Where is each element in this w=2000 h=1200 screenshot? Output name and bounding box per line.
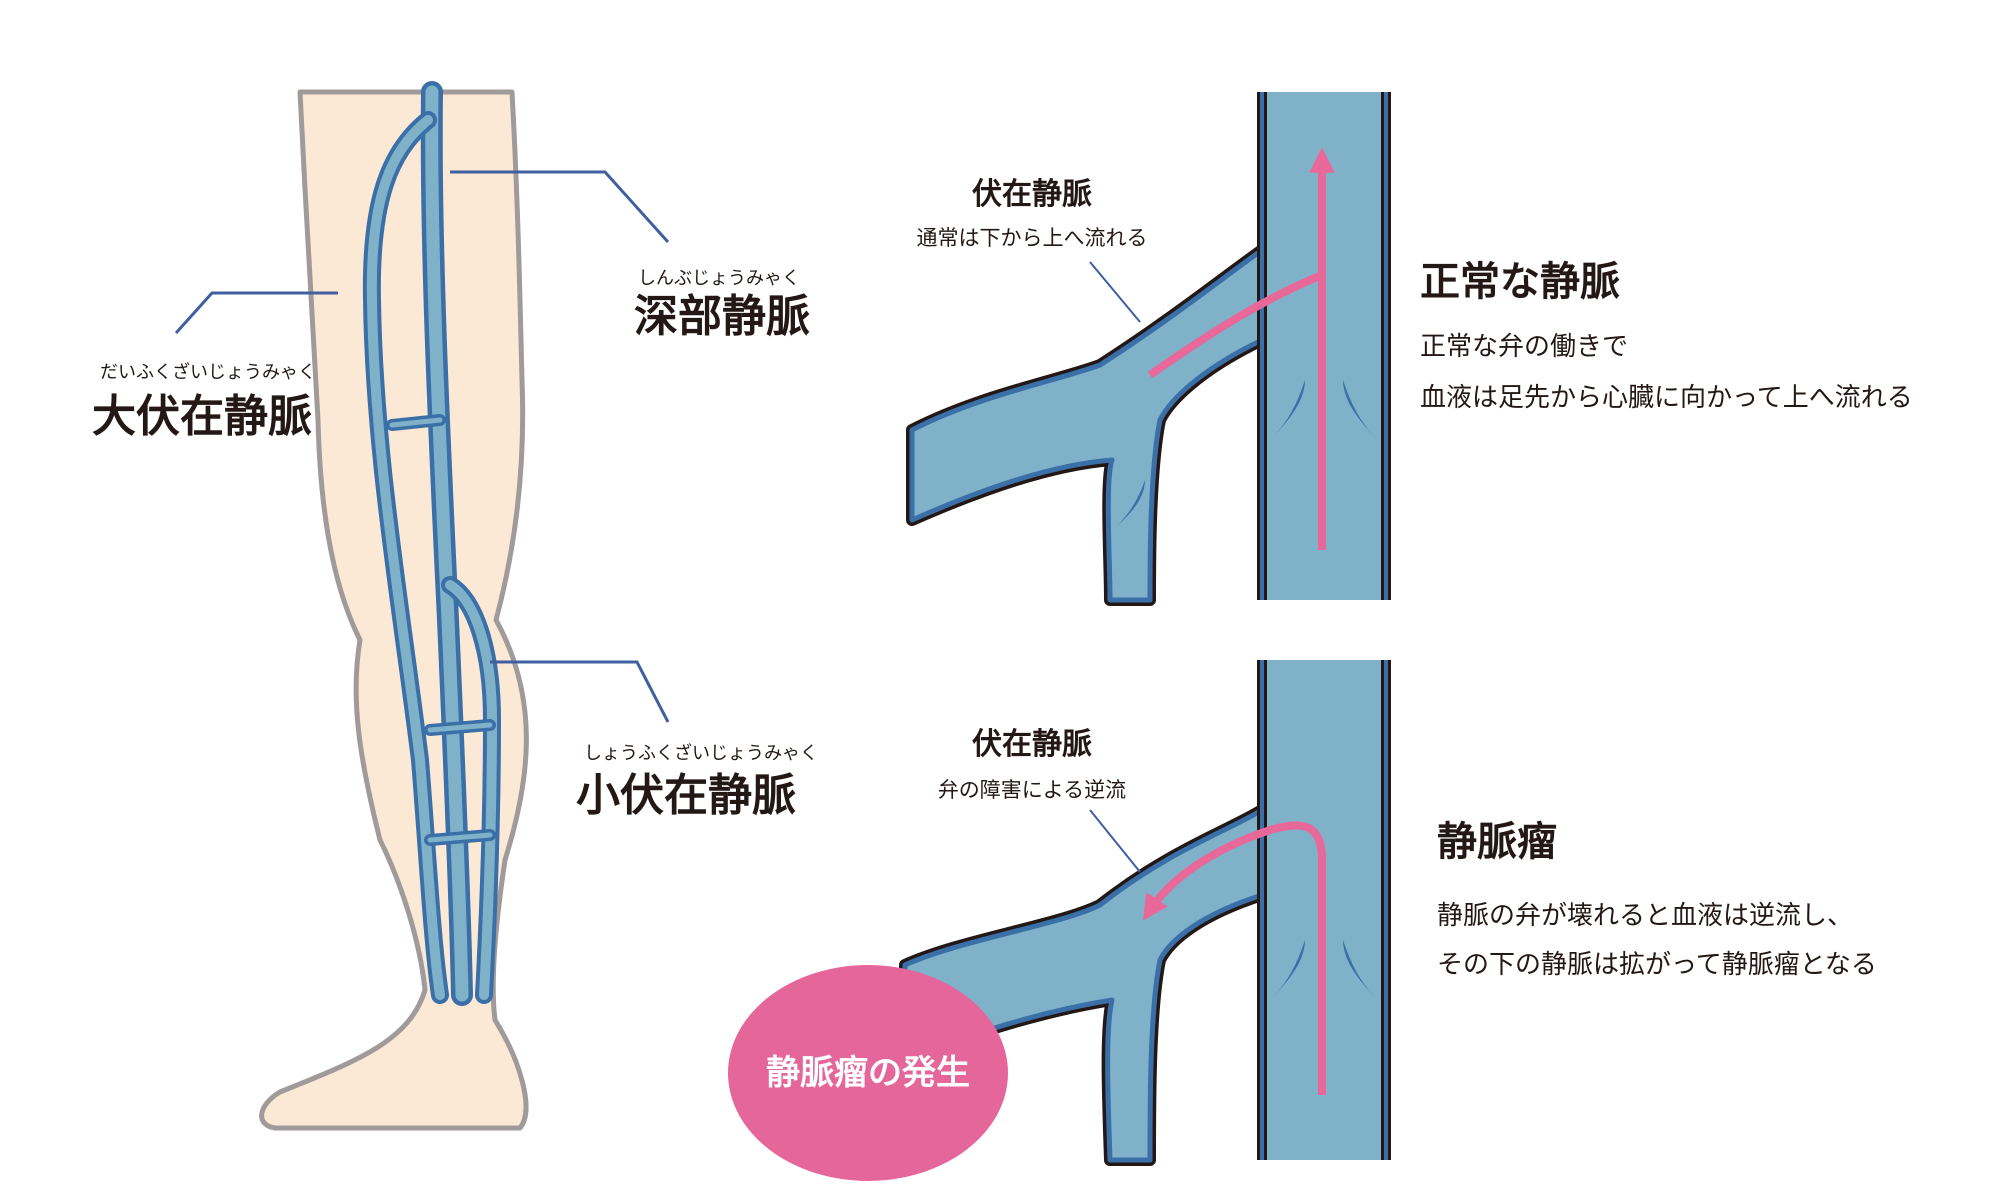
small-saphenous-ruby: しょうふくざいじょうみゃく: [584, 743, 818, 764]
varicose-vein-illustration: [728, 660, 1391, 1181]
varicose-vein-note: 弁の障害による逆流: [937, 778, 1127, 802]
varicose-leader: [1089, 809, 1141, 873]
normal-description-line-1: 正常な弁の働きで: [1420, 332, 1629, 362]
varicose-description-line-1: 静脈の弁が壊れると血液は逆流し、: [1437, 901, 1854, 931]
normal-vein-illustration: [906, 92, 1391, 606]
normal-leader: [1089, 261, 1141, 323]
reflux-arrow: [1142, 821, 1326, 1095]
deep-vein-label: 深部静脈: [634, 291, 810, 342]
great-saphenous-ruby: だいふくざいじょうみゃく: [100, 362, 316, 383]
normal-vein-label: 伏在静脈: [972, 177, 1092, 212]
deep-vein-ruby: しんぶじょうみゃく: [638, 268, 800, 289]
normal-vein-note: 通常は下から上へ流れる: [916, 226, 1148, 250]
varicose-badge: [728, 965, 1008, 1181]
varicose-description-line-2: その下の静脈は拡がって静脈瘤となる: [1437, 950, 1877, 980]
varicose-heading: 静脈瘤: [1437, 819, 1557, 865]
normal-description-line-2: 血液は足先から心臓に向かって上へ流れる: [1420, 383, 1913, 413]
leg-illustration: [174, 81, 670, 1131]
small-saphenous-label: 小伏在静脈: [576, 770, 796, 821]
great-saphenous-label: 大伏在静脈: [92, 391, 312, 442]
varicose-badge-text: 静脈瘤の発生: [766, 1053, 970, 1093]
normal-heading: 正常な静脈: [1420, 259, 1620, 305]
leg-leader-lines: [174, 170, 670, 723]
varicose-vein-label: 伏在静脈: [972, 727, 1092, 762]
